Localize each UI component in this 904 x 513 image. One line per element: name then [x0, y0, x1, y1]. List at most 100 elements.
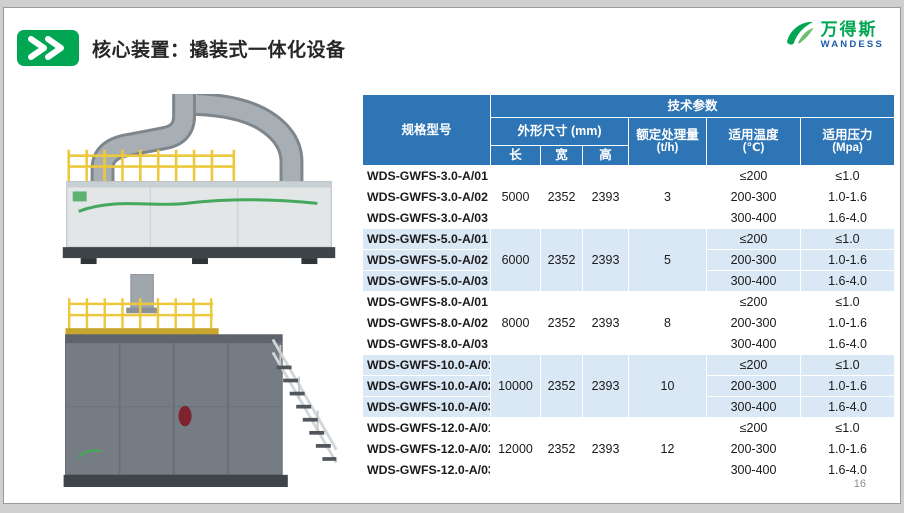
temperature-cell: ≤200 — [706, 354, 801, 376]
temperature-cell: 300-400 — [706, 459, 801, 481]
equipment-top-illustration — [62, 94, 336, 265]
model-cell: WDS-GWFS-12.0-A/03 — [362, 459, 491, 481]
width-cell: 2352 — [540, 228, 583, 292]
ground-base — [63, 474, 288, 487]
model-cell: WDS-GWFS-10.0-A/02 — [362, 375, 491, 397]
col-header-pressure: 适用压力 (Mpa) — [799, 117, 896, 166]
height-cell: 2393 — [582, 165, 629, 229]
col-header-height: 高 — [582, 145, 629, 166]
model-cell: WDS-GWFS-10.0-A/01 — [362, 354, 491, 376]
model-cell: WDS-GWFS-3.0-A/02 — [362, 186, 491, 208]
pressure-cell: 1.6-4.0 — [799, 333, 896, 355]
temperature-cell: ≤200 — [706, 417, 801, 439]
temperature-cell: 200-300 — [706, 438, 801, 460]
temperature-cell: 300-400 — [706, 207, 801, 229]
width-cell: 2352 — [540, 165, 583, 229]
length-cell: 12000 — [490, 417, 541, 481]
temperature-label: 适用温度 — [728, 127, 779, 142]
col-header-dimensions: 外形尺寸 (mm) — [490, 117, 629, 146]
col-header-capacity: 额定处理量 (t/h) — [628, 117, 707, 166]
container-body — [66, 181, 332, 248]
pressure-cell: 1.0-1.6 — [799, 438, 896, 460]
temperature-cell: 200-300 — [706, 375, 801, 397]
model-cell: WDS-GWFS-10.0-A/03 — [362, 396, 491, 418]
width-cell: 2352 — [540, 354, 583, 418]
length-cell: 8000 — [490, 291, 541, 355]
model-cell: WDS-GWFS-5.0-A/01 — [362, 228, 491, 250]
length-cell: 10000 — [490, 354, 541, 418]
pressure-cell: 1.6-4.0 — [799, 207, 896, 229]
spec-table: 规格型号 技术参数 外形尺寸 (mm) 额定处理量 (t/h) 适用温度 (℃) — [362, 94, 896, 481]
page-number: 16 — [853, 478, 866, 490]
temperature-cell: 300-400 — [706, 270, 801, 292]
temperature-cell: ≤200 — [706, 165, 801, 187]
temperature-cell: ≤200 — [706, 291, 801, 313]
platform-deck — [65, 328, 219, 335]
model-cell: WDS-GWFS-5.0-A/02 — [362, 249, 491, 271]
slide: 核心装置：撬装式一体化设备 万得斯 WANDESS — [3, 7, 901, 504]
pressure-cell: ≤1.0 — [799, 165, 896, 187]
staircase — [271, 338, 338, 464]
capacity-cell: 5 — [628, 228, 707, 292]
col-header-spec-model: 规格型号 — [362, 94, 491, 166]
logo-name-en: WANDESS — [820, 39, 884, 51]
pressure-cell: 1.0-1.6 — [799, 312, 896, 334]
equipment-bottom-illustration — [63, 274, 338, 487]
pressure-label: 适用压力 — [822, 127, 873, 142]
pressure-cell: 1.6-4.0 — [799, 396, 896, 418]
capacity-unit: (t/h) — [656, 142, 679, 155]
slide-header: 核心装置：撬装式一体化设备 万得斯 WANDESS — [4, 8, 900, 72]
col-header-width: 宽 — [540, 145, 583, 166]
pressure-cell: ≤1.0 — [799, 291, 896, 313]
capacity-cell: 3 — [628, 165, 707, 229]
capacity-cell: 10 — [628, 354, 707, 418]
width-cell: 2352 — [540, 417, 583, 481]
pressure-unit: (Mpa) — [832, 142, 863, 155]
pressure-cell: 1.0-1.6 — [799, 249, 896, 271]
logo-name-cn: 万得斯 — [820, 19, 878, 39]
model-cell: WDS-GWFS-3.0-A/01 — [362, 165, 491, 187]
height-cell: 2393 — [582, 417, 629, 481]
pipes — [90, 94, 304, 188]
model-cell: WDS-GWFS-8.0-A/01 — [362, 291, 491, 313]
length-cell: 5000 — [490, 165, 541, 229]
page-title: 核心装置：撬装式一体化设备 — [92, 39, 346, 61]
double-chevron-icon — [17, 30, 79, 66]
temperature-cell: 200-300 — [706, 186, 801, 208]
pressure-cell: 1.0-1.6 — [799, 186, 896, 208]
col-header-temperature: 适用温度 (℃) — [706, 117, 801, 166]
model-cell: WDS-GWFS-5.0-A/03 — [362, 270, 491, 292]
spec-table-header: 规格型号 技术参数 外形尺寸 (mm) 额定处理量 (t/h) 适用温度 (℃) — [362, 94, 896, 166]
wandess-logo: 万得斯 WANDESS — [784, 18, 884, 53]
height-cell: 2393 — [582, 291, 629, 355]
container-body — [65, 334, 283, 476]
temperature-cell: 200-300 — [706, 249, 801, 271]
temperature-cell: 300-400 — [706, 396, 801, 418]
container-base — [62, 247, 336, 265]
model-cell: WDS-GWFS-8.0-A/03 — [362, 333, 491, 355]
model-cell: WDS-GWFS-8.0-A/02 — [362, 312, 491, 334]
guardrail — [67, 149, 236, 182]
pressure-cell: ≤1.0 — [799, 228, 896, 250]
width-cell: 2352 — [540, 291, 583, 355]
model-cell: WDS-GWFS-3.0-A/03 — [362, 207, 491, 229]
pressure-cell: 1.0-1.6 — [799, 375, 896, 397]
model-cell: WDS-GWFS-12.0-A/02 — [362, 438, 491, 460]
col-header-length: 长 — [490, 145, 541, 166]
pressure-cell: ≤1.0 — [799, 417, 896, 439]
capacity-cell: 8 — [628, 291, 707, 355]
height-cell: 2393 — [582, 354, 629, 418]
temperature-cell: 300-400 — [706, 333, 801, 355]
capacity-cell: 12 — [628, 417, 707, 481]
height-cell: 2393 — [582, 228, 629, 292]
chimney — [126, 274, 158, 314]
